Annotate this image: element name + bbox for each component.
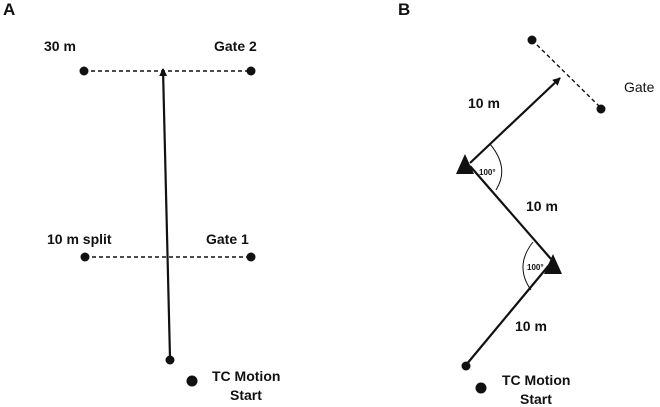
- finish-gate-top-marker: [527, 35, 537, 45]
- finish-gate-bottom-marker: [596, 104, 606, 114]
- label-segment-top: 10 m: [468, 95, 500, 111]
- start-label-line1: TC Motion: [212, 368, 280, 384]
- start-marker-b: [475, 382, 487, 394]
- label-gate-1: Gate 1: [206, 231, 249, 247]
- label-segment-middle: 10 m: [526, 198, 558, 214]
- start-label-line2: Start: [230, 387, 262, 403]
- start-label-b-line2: Start: [520, 391, 552, 407]
- panel-b-label: B: [398, 0, 410, 19]
- panel-a-label: A: [3, 0, 15, 19]
- segment-to-gate-arrow: [469, 77, 561, 164]
- label-gate-2: Gate 2: [214, 38, 257, 54]
- sprint-path-arrow: [159, 68, 172, 359]
- start-label-b-line1: TC Motion: [502, 372, 570, 388]
- gate-2-left-marker: [79, 66, 89, 76]
- lower-angle-arc: [522, 241, 534, 291]
- label-10m-split: 10 m split: [47, 231, 112, 247]
- panel-b: B Gate 10 m 100° 10 m 100° 10 m TC Motio…: [398, 0, 655, 407]
- upper-cone-icon: [456, 154, 474, 174]
- panel-a: A 30 m Gate 2 10 m split Gate 1 TC Motio…: [3, 0, 280, 403]
- label-gate: Gate: [624, 79, 655, 95]
- finish-gate-line: [531, 39, 602, 109]
- path-origin-marker: [165, 355, 175, 365]
- label-segment-bottom: 10 m: [515, 318, 547, 334]
- label-30m: 30 m: [44, 38, 76, 54]
- segment-from-start: [465, 263, 551, 366]
- gate-1-left-marker: [80, 252, 90, 262]
- path-origin-marker-b: [461, 361, 471, 371]
- upper-angle-label: 100°: [479, 168, 496, 177]
- lower-cone-icon: [544, 254, 562, 274]
- lower-angle-label: 100°: [527, 263, 544, 272]
- gate-1-right-marker: [246, 252, 256, 262]
- segment-middle: [469, 165, 552, 260]
- upper-angle-arc: [489, 143, 503, 191]
- start-marker: [186, 375, 198, 387]
- gate-2-right-marker: [246, 66, 256, 76]
